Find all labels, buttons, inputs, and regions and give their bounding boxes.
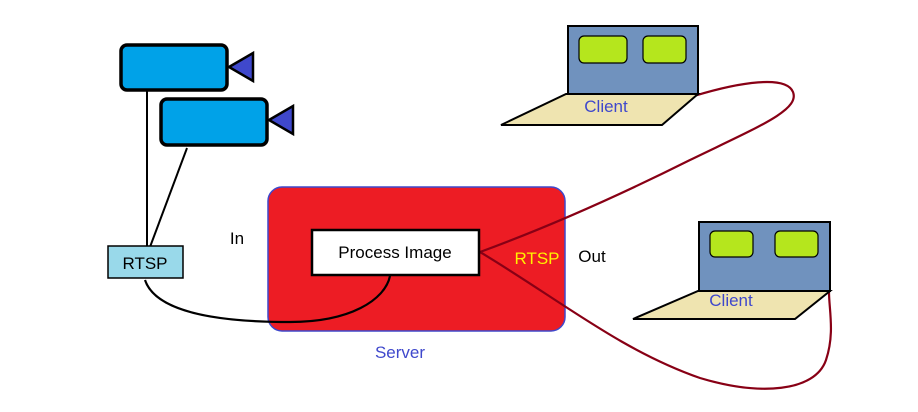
server-label: Server [375,343,425,362]
laptop-icon [632,221,833,320]
client-top-label: Client [584,97,628,116]
video-camera-icon [159,97,295,147]
rtsp-input-box [107,245,184,279]
output-connection-bottom-client [479,251,833,390]
laptop-icon [500,25,701,126]
camera-two-link [149,147,188,248]
out-label: Out [578,247,606,266]
output-connection-top-client [479,80,795,254]
client-bottom-label: Client [709,291,753,310]
video-camera-icon [119,43,255,92]
input-connection [143,275,392,324]
rtsp-output-label: RTSP [514,249,559,268]
in-label: In [230,229,244,248]
rtsp-input-label: RTSP [122,254,167,273]
process-image-box [310,228,481,277]
process-image-label: Process Image [338,243,451,262]
